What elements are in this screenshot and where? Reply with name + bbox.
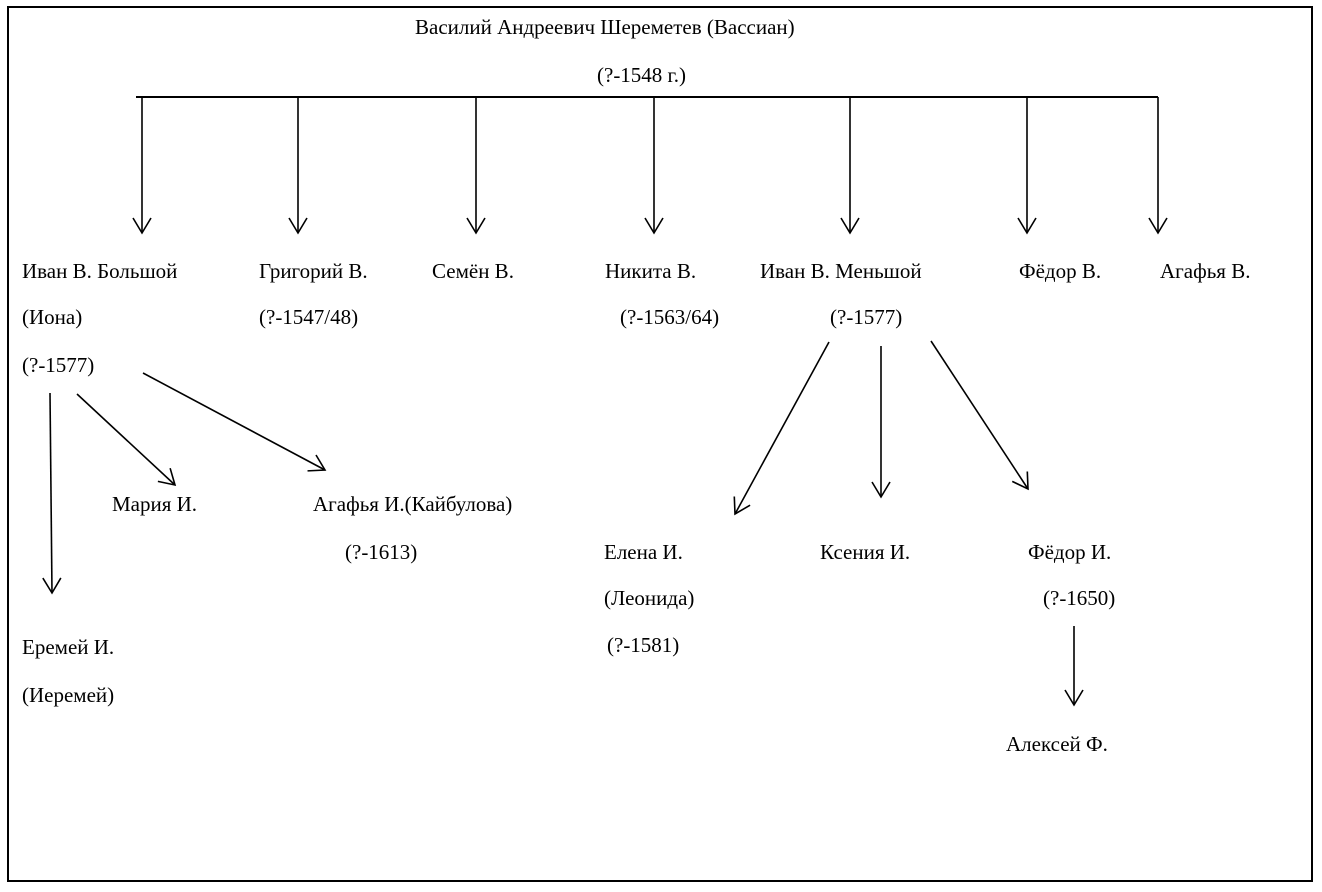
great-grandchild-name-aleksey: Алексей Ф. (1006, 732, 1108, 756)
grandchild-name-fedor-ivanovich: Фёдор И. (1028, 540, 1112, 564)
child-name-ivan-menshoy: Иван В. Меньшой (760, 259, 922, 283)
grandchild-name-eremey: Еремей И. (22, 635, 115, 659)
arrow-to-grigoriy-head (288, 217, 308, 235)
arrow-to-elena (734, 341, 830, 515)
arrow-to-agafya-kaybulova-head (307, 454, 327, 472)
child-dates-nikita: (?-1563/64) (620, 305, 720, 329)
child-dates-grigoriy: (?-1547/48) (259, 305, 359, 329)
grandchild-dates-fedor-ivanovich: (?-1650) (1043, 586, 1116, 610)
child-dates-ivan-menshoy: (?-1577) (830, 305, 903, 329)
grandchild-alias-eremey: (Иеремей) (22, 683, 115, 707)
arrow-to-elena-head (733, 496, 751, 516)
arrow-to-maria (76, 393, 176, 486)
arrow-to-agafya-kaybulova (142, 372, 326, 471)
arrow-to-fedor-ivanovich-head (1011, 471, 1029, 491)
child-name-fedor: Фёдор В. (1019, 259, 1102, 283)
arrow-to-semen-head (466, 217, 486, 235)
arrow-to-fedor-ivanovich (930, 340, 1029, 490)
diagram-frame (7, 6, 1313, 882)
arrow-to-fedor-head (1017, 217, 1037, 235)
child-name-ivan-bolshoy: Иван В. Большой (22, 259, 178, 283)
grandchild-name-maria: Мария И. (112, 492, 198, 516)
grandchild-name-agafya-kaybulova: Агафья И.(Кайбулова) (313, 492, 513, 516)
arrow-to-eremey (49, 392, 53, 594)
child-name-agafya: Агафья В. (1160, 259, 1251, 283)
arrow-to-eremey-head (42, 577, 62, 595)
grandchild-dates-agafya-kaybulova: (?-1613) (345, 540, 418, 564)
child-alias-ivan-bolshoy: (Иона) (22, 305, 83, 329)
child-name-grigoriy: Григорий В. (259, 259, 368, 283)
arrow-to-ivan-menshoy-head (840, 217, 860, 235)
arrow-to-kseniya-head (871, 481, 891, 499)
root-dates: (?-1548 г.) (597, 63, 687, 87)
child-dates-ivan-bolshoy: (?-1577) (22, 353, 95, 377)
arrow-to-nikita-head (644, 217, 664, 235)
arrow-to-ivan-bolshoy-head (132, 217, 152, 235)
arrow-to-agafya-head (1148, 217, 1168, 235)
child-name-semen: Семён В. (432, 259, 514, 283)
grandchild-name-kseniya: Ксения И. (820, 540, 911, 564)
grandchild-dates-elena: (?-1581) (607, 633, 680, 657)
root-name: Василий Андреевич Шереметев (Вассиан) (415, 15, 795, 39)
arrow-to-maria-head (157, 467, 177, 487)
child-name-nikita: Никита В. (605, 259, 697, 283)
grandchild-alias-elena: (Леонида) (604, 586, 695, 610)
arrow-to-aleksey-head (1064, 689, 1084, 707)
grandchild-name-elena: Елена И. (604, 540, 683, 564)
